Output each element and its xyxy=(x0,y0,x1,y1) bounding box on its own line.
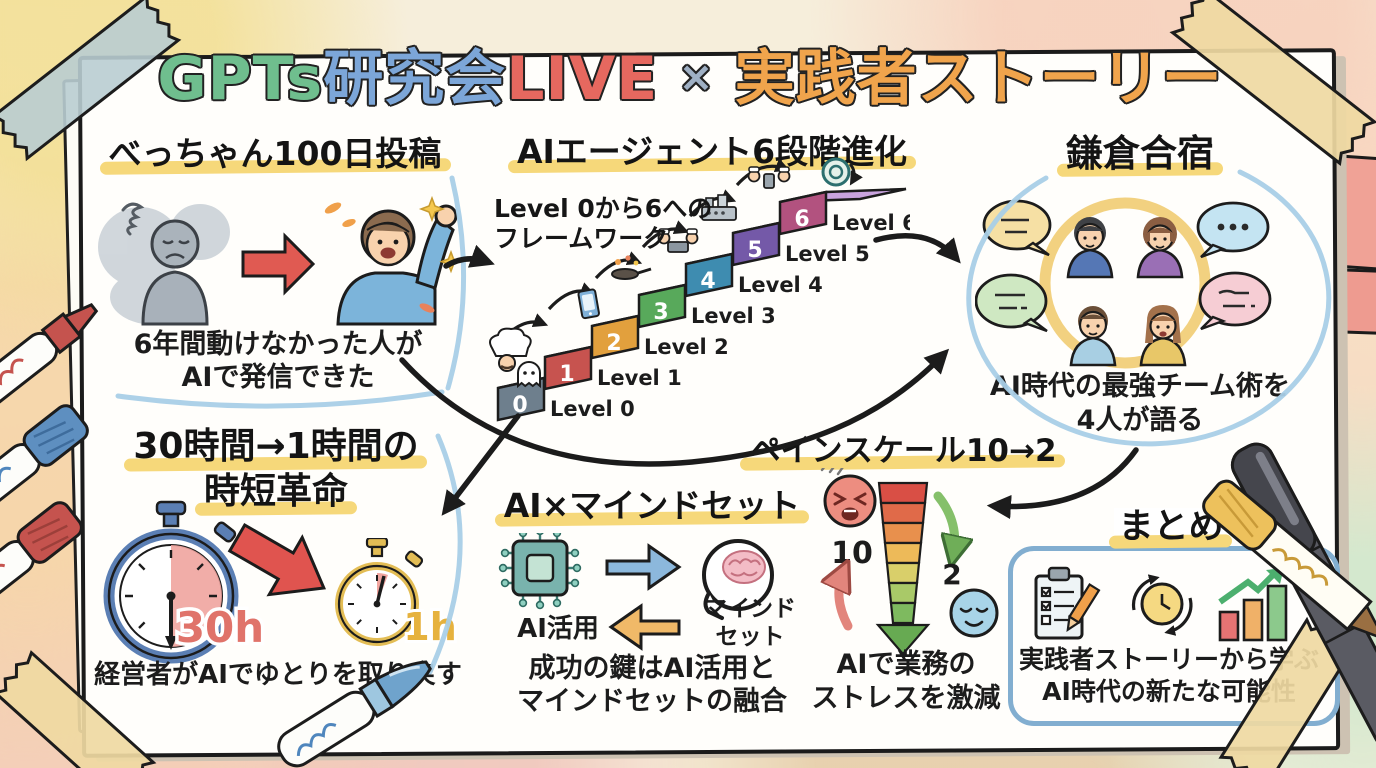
happy-person-icon xyxy=(336,204,458,326)
phone-icon xyxy=(577,288,600,320)
sticky-notes xyxy=(1330,152,1376,337)
transform-arrow-icon xyxy=(241,232,316,296)
time-cycle-icon xyxy=(1131,574,1193,636)
mindset-caption: 成功の鍵はAI活用と マインドセットの融合 xyxy=(517,653,787,717)
pencil-icon xyxy=(1066,582,1101,633)
title-seg-story: 実践者ストーリー xyxy=(734,44,1223,114)
marker-brand-squiggle xyxy=(0,466,12,515)
title-seg-live: LIVE xyxy=(506,44,659,114)
pain-up-arrow xyxy=(839,570,853,631)
avatar-woman-long-hair xyxy=(1139,305,1187,367)
mindset-heading: AI×マインドセット xyxy=(484,487,820,524)
speech-bubble-green xyxy=(974,273,1048,333)
svg-text:Level 5: Level 5 xyxy=(785,242,870,266)
bechan-caption: 6年間動けなかった人が AIで発信できた xyxy=(133,329,423,393)
speech-bubble-blue xyxy=(1196,201,1270,259)
after-hours-label: 1h xyxy=(403,605,457,649)
svg-text:4: 4 xyxy=(700,269,715,294)
matome-icons xyxy=(1022,566,1312,650)
pain-low-value: 2 xyxy=(942,558,961,591)
kamakura-heading: 鎌倉合宿 xyxy=(985,133,1295,175)
svg-text:Level 2: Level 2 xyxy=(644,335,729,359)
brain-label: マインド セット xyxy=(704,596,796,650)
title-seg-kenkyukai: 研究会 xyxy=(323,44,507,114)
pain-funnel xyxy=(875,481,931,656)
bechan-heading: べっちゃん100日投稿 xyxy=(86,135,464,172)
frying-pan-icon xyxy=(611,255,652,280)
svg-text:Level 4: Level 4 xyxy=(738,273,823,297)
marker-brand-squiggle xyxy=(0,358,24,407)
painscale-caption: AIで業務の ストレスを激減 xyxy=(811,649,1001,714)
cooking-team-icon xyxy=(657,228,699,253)
team-cooks-icon xyxy=(747,166,791,189)
marker-brand-squiggle xyxy=(0,563,6,612)
matome-heading: まとめ xyxy=(1012,508,1330,547)
kamakura-caption: AI時代の最強チーム術を 4人が語る xyxy=(989,371,1291,436)
svg-text:5: 5 xyxy=(747,238,762,263)
calm-face-icon xyxy=(949,588,999,638)
team-ring xyxy=(1039,197,1211,369)
time-reduction-arrow xyxy=(224,520,354,634)
svg-text:6: 6 xyxy=(794,207,809,232)
speech-bubble-pink xyxy=(1198,271,1272,331)
ghost-icon xyxy=(517,361,541,389)
svg-text:Level 3: Level 3 xyxy=(691,304,776,328)
page-title: GPTs研究会LIVE × 実践者ストーリー xyxy=(100,30,1280,117)
matome-caption: 実践者ストーリーから学ぶ AI時代の新たな可能性 xyxy=(1018,645,1319,706)
pain-high-value: 10 xyxy=(831,536,873,571)
jitan-heading: 30時間→1時間の 時短革命 xyxy=(80,424,472,514)
scribble-icon xyxy=(121,202,145,236)
agent-stairs: 0 Level 0 1 Level 1 2 Level 2 3 Level 3 … xyxy=(486,140,917,444)
stressed-face-icon xyxy=(820,460,877,528)
ai-chip-icon xyxy=(498,526,582,610)
pain-down-arrow xyxy=(933,491,955,556)
svg-text:1: 1 xyxy=(559,362,574,387)
painscale-illustration: 10 2 xyxy=(808,460,1108,697)
bechan-illustration xyxy=(95,192,463,332)
cycle-icon xyxy=(821,157,863,187)
sticky-note-bottom xyxy=(1340,268,1376,336)
svg-text:Level 6: Level 6 xyxy=(832,211,910,235)
svg-text:2: 2 xyxy=(606,331,621,356)
to-mindset-arrow xyxy=(605,543,682,591)
elapsed-time-fill xyxy=(171,545,222,647)
watch-ticks-small xyxy=(348,575,406,633)
stopwatch-after: 1h xyxy=(322,536,462,667)
sad-person-icon xyxy=(141,219,209,326)
svg-text:3: 3 xyxy=(653,300,668,325)
stair-step-5: 5 Level 5 xyxy=(731,215,870,267)
chip-label: AI活用 xyxy=(517,614,599,644)
kamakura-illustration xyxy=(974,185,1315,377)
svg-text:Level 1: Level 1 xyxy=(597,366,682,390)
stair-step-6: 6 Level 6 xyxy=(778,187,917,236)
svg-text:0: 0 xyxy=(512,393,527,418)
kitchen-machine-icon xyxy=(701,194,737,221)
checklist-icon xyxy=(1034,566,1101,640)
painscale-heading: ペインスケール10→2 xyxy=(728,434,1078,468)
stair-step-4: 4 Level 4 xyxy=(684,246,823,298)
jitan-caption: 経営者がAIでゆとりを取り戻す xyxy=(94,660,462,690)
mindset-illustration xyxy=(495,526,825,659)
before-hours-label: 30h xyxy=(176,603,264,652)
title-seg-x: × xyxy=(678,52,715,101)
brain-head-icon xyxy=(702,539,774,620)
stopwatch-before: 30h xyxy=(95,500,268,674)
stair-step-3: 3 Level 3 xyxy=(637,277,776,329)
avatar-man-shirt xyxy=(1069,306,1117,367)
title-seg-gpts: GPTs xyxy=(157,44,324,114)
to-ai-arrow xyxy=(608,603,681,651)
growth-chart-icon xyxy=(1218,568,1288,642)
svg-text:Level 0: Level 0 xyxy=(550,397,635,421)
speech-bubble-yellow xyxy=(982,199,1052,257)
sticky-note-top xyxy=(1330,154,1376,273)
agent-subtext: Level 0から6への フレームワーク xyxy=(494,194,713,253)
